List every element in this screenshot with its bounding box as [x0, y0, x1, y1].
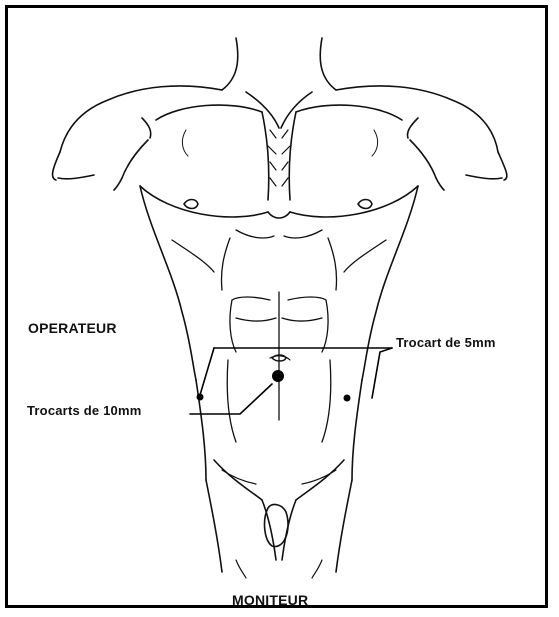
- neck-outline: [222, 38, 336, 128]
- trocar-10mm-umbilical: [272, 370, 284, 382]
- ribcage: [172, 230, 386, 290]
- shoulders-arms: [53, 86, 507, 190]
- leader-line-left-trocar: [200, 348, 214, 395]
- operator-label: OPERATEUR: [28, 320, 117, 336]
- trocar-left-port: [197, 394, 204, 401]
- trocar-ports: [197, 370, 351, 402]
- trocars-10mm-label: Trocarts de 10mm: [27, 403, 141, 418]
- sternum-marks: [268, 130, 290, 186]
- monitor-label: MONITEUR: [232, 592, 308, 608]
- abdominal-muscles: [227, 292, 330, 442]
- leader-line-right-trocar: [372, 348, 392, 398]
- trocar-right-port: [344, 395, 351, 402]
- pectorals: [140, 105, 418, 218]
- trocar-5mm-label: Trocart de 5mm: [396, 335, 496, 350]
- groin-outline: [214, 460, 344, 578]
